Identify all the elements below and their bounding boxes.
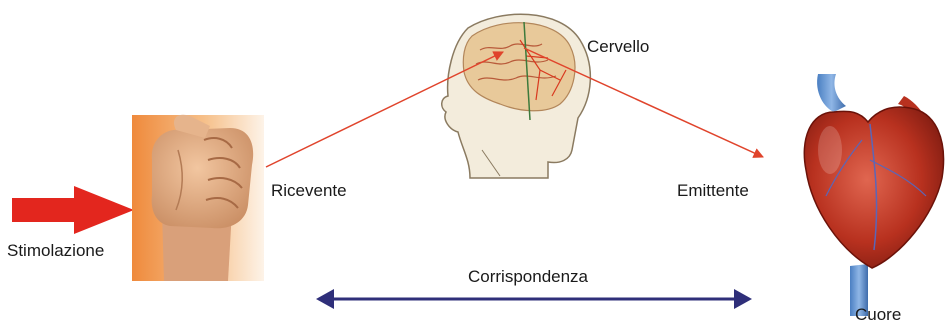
hand-fist-icon (132, 115, 264, 281)
correspondence-arrow (316, 289, 752, 309)
stimulus-arrow (12, 186, 134, 234)
heart-icon (804, 74, 943, 316)
receiver-label: Ricevente (271, 182, 347, 199)
brain-label: Cervello (587, 38, 649, 55)
stimulus-label: Stimolazione (7, 242, 104, 259)
head-brain-icon (442, 14, 591, 178)
correspondence-label: Corrispondenza (468, 268, 588, 285)
emitter-label: Emittente (677, 182, 749, 199)
heart-label: Cuore (855, 306, 901, 323)
